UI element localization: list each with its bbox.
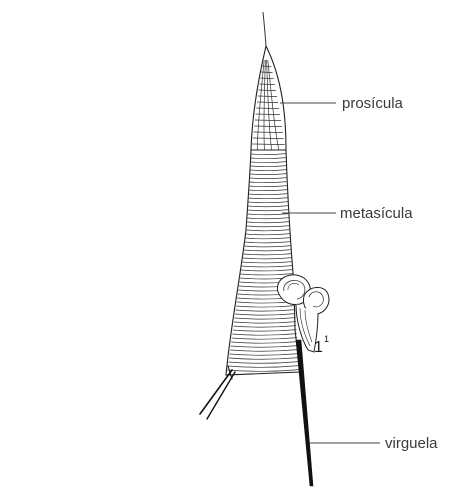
theca-superscript: 1 bbox=[324, 334, 329, 344]
theca-number: 1 bbox=[314, 339, 323, 356]
virguela-label: virguela bbox=[385, 435, 438, 452]
prosicula-label: prosícula bbox=[342, 95, 404, 112]
metasicula-label: metasícula bbox=[340, 205, 413, 222]
prosicula-cone bbox=[251, 46, 286, 150]
metasicula-body bbox=[226, 150, 300, 375]
basal-spines bbox=[200, 366, 235, 419]
apical-thread bbox=[263, 12, 266, 46]
virguela-spine bbox=[296, 340, 313, 486]
